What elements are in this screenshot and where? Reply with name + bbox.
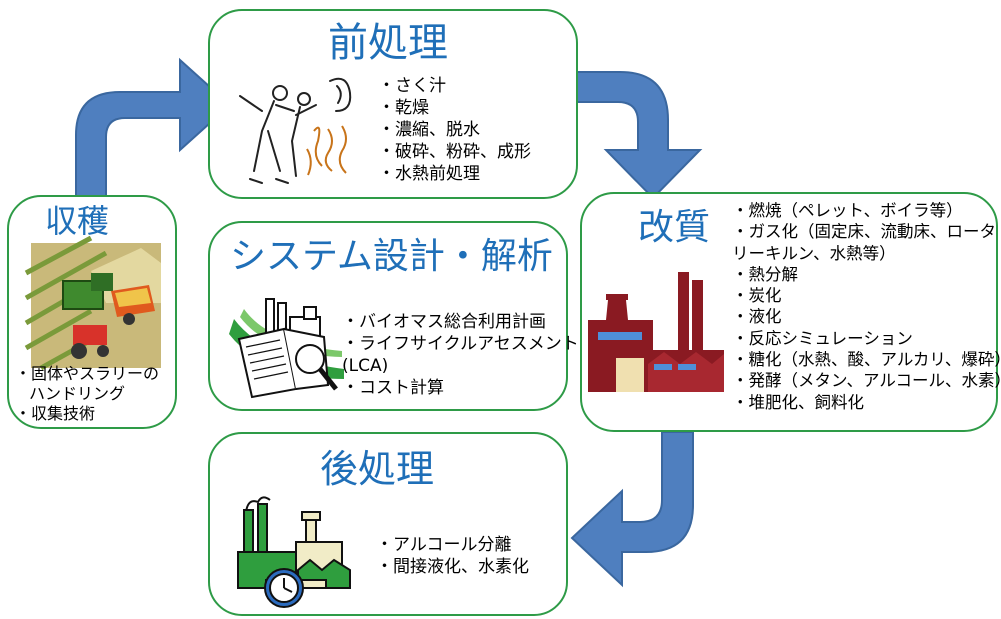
preprocess-item: ・さく汁 <box>378 76 446 96</box>
preprocess-box: 前処理 ・さく汁 ・乾燥 ・濃縮、脱水 ・破砕、粉砕、成形 ・水熱前処理 <box>208 9 578 199</box>
system-item: (LCA) <box>342 356 389 376</box>
reform-box: 改質 ・燃焼（ペレット、ボイラ等） ・ガス化（固定床、流動床、ロータ リーキルン… <box>580 192 1001 432</box>
reform-item: ・糖化（水熱、酸、アルカリ、爆砕） <box>732 350 1001 370</box>
harvest-box: 収穫 ・固体やスラリーの ハンドリング ・収集技術 <box>7 195 177 429</box>
postprocess-items: ・アルコール分離 ・間接液化、水素化 <box>376 534 529 578</box>
system-item: ・バイオマス総合利用計画 <box>342 312 546 332</box>
system-title: システム設計・解析 <box>230 236 553 277</box>
reform-title: 改質 <box>638 207 711 248</box>
reform-item: ・液化 <box>732 307 782 327</box>
preprocess-item: ・破砕、粉砕、成形 <box>378 142 531 162</box>
arrow-preprocess-to-reform <box>574 71 703 200</box>
preprocess-item: ・水熱前処理 <box>378 164 480 184</box>
system-items: ・バイオマス総合利用計画 ・ライフサイクルアセスメント (LCA) ・コスト計算 <box>342 311 579 399</box>
preprocess-item: ・濃縮、脱水 <box>378 120 480 140</box>
industrial-plant-icon <box>237 496 351 608</box>
reform-item: ・反応シミュレーション <box>732 328 913 348</box>
harvest-item: ・収集技術 <box>15 404 96 423</box>
preprocess-item: ・乾燥 <box>378 98 429 118</box>
harvest-item: ・固体やスラリーの <box>15 364 160 383</box>
harvest-title: 収穫 <box>45 202 110 240</box>
factory-icon <box>588 272 724 392</box>
factory-plan-icon <box>229 298 344 399</box>
preprocess-title: 前処理 <box>328 20 448 66</box>
arrow-harvest-to-preprocess <box>75 57 232 198</box>
reform-item: リーキルン、水熱等） <box>732 243 896 263</box>
worker-icon <box>239 77 352 184</box>
reform-item: ・ガス化（固定床、流動床、ロータ <box>732 222 996 242</box>
harvest-items: ・固体やスラリーの ハンドリング ・収集技術 <box>15 364 159 424</box>
harvest-item: ハンドリング <box>29 384 126 403</box>
postprocess-title: 後処理 <box>320 447 435 491</box>
preprocess-items: ・さく汁 ・乾燥 ・濃縮、脱水 ・破砕、粉砕、成形 ・水熱前処理 <box>378 75 531 185</box>
postprocess-item: ・アルコール分離 <box>376 535 512 555</box>
reform-item: ・燃焼（ペレット、ボイラ等） <box>732 201 963 220</box>
reform-item: ・熱分解 <box>732 264 798 284</box>
reform-item: ・炭化 <box>732 286 782 306</box>
system-box: システム設計・解析 ・バイオマス総合利用計画 ・ライフサイクルアセスメント (L… <box>208 221 579 411</box>
postprocess-item: ・間接液化、水素化 <box>376 557 529 577</box>
farm-harvest-icon <box>24 235 161 371</box>
arrow-reform-to-postprocess <box>570 431 694 588</box>
system-item: ・コスト計算 <box>342 378 444 398</box>
postprocess-box: 後処理 ・アルコール分離 ・間接液化、水素化 <box>208 432 568 616</box>
reform-item: ・発酵（メタン、アルコール、水素） <box>732 371 1001 391</box>
system-item: ・ライフサイクルアセスメント <box>342 334 579 354</box>
reform-items: ・燃焼（ペレット、ボイラ等） ・ガス化（固定床、流動床、ロータ リーキルン、水熱… <box>732 200 1001 413</box>
reform-item: ・堆肥化、飼料化 <box>732 392 864 412</box>
